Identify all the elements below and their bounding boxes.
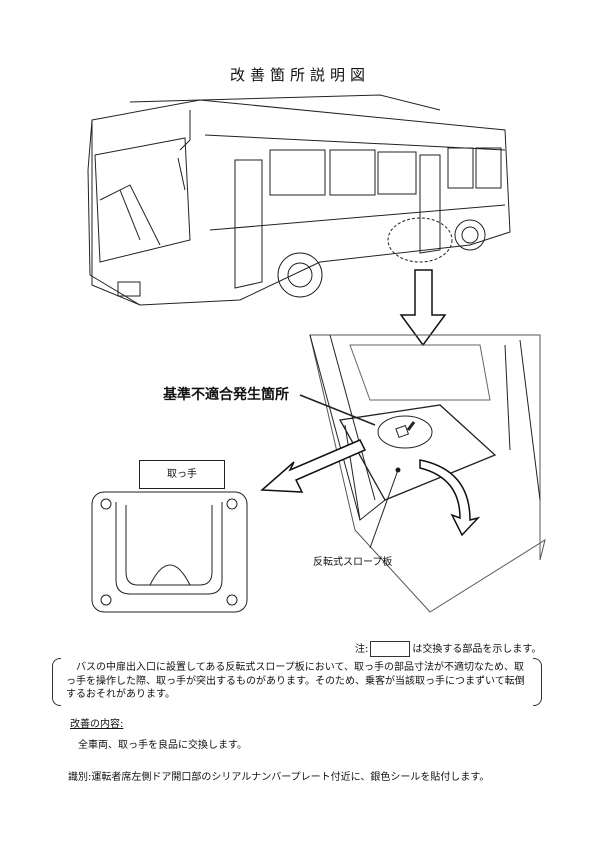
left-arrow	[260, 439, 367, 493]
fix-heading: 改善の内容:	[70, 719, 124, 730]
slope-plate-label: 反転式スロープ板	[313, 557, 393, 568]
defect-description: バスの中扉出入口に設置してある反転式スロープ板において、取っ手の部品寸法が不適切…	[52, 658, 542, 706]
down-arrow	[399, 269, 447, 347]
handle-drawing	[91, 491, 248, 613]
note: 注: は交換する部品を示します。	[355, 640, 541, 657]
defect-location-label: 基準不適合発生箇所	[163, 387, 289, 403]
handle-label: 取っ手	[139, 460, 225, 489]
rotation-arrow	[419, 459, 481, 537]
page-title: 改善箇所説明図	[229, 66, 370, 84]
slope-floor-drawing	[299, 334, 546, 613]
identification-text: 識別:運転者席左側ドア開口部のシリアルナンバープレート付近に、銀色シールを貼付し…	[68, 772, 490, 783]
note-prefix: 注:	[355, 644, 369, 655]
note-suffix: は交換する部品を示します。	[412, 644, 542, 655]
description-text: バスの中扉出入口に設置してある反転式スロープ板において、取っ手の部品寸法が不適切…	[66, 662, 525, 700]
legend-box	[370, 641, 411, 657]
bus-drawing	[87, 94, 511, 306]
fix-body: 全車両、取っ手を良品に交換します。	[78, 740, 247, 751]
